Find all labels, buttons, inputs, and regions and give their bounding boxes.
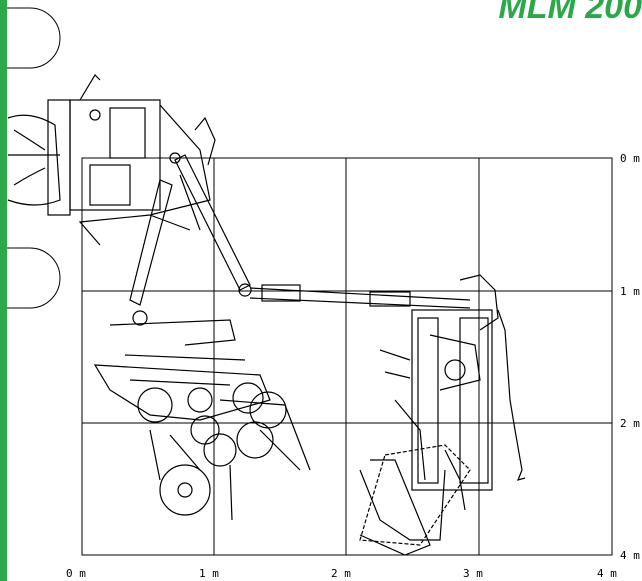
main-boom-arm [129, 154, 499, 331]
y-label-1: 1 m [620, 285, 640, 298]
x-label-0: 0 m [66, 567, 86, 580]
rotor-head-left [93, 319, 311, 521]
measurement-grid [81, 157, 613, 556]
rotor-head-right [359, 309, 526, 556]
grid-frame [81, 157, 613, 556]
x-label-1: 1 m [199, 567, 219, 580]
y-label-2: 2 m [620, 417, 640, 430]
page-title: MLM 200 [498, 0, 642, 26]
tractor-mount [7, 74, 216, 246]
side-outline-top [7, 7, 61, 69]
side-outline-bottom [7, 247, 61, 309]
y-label-0: 0 m [620, 152, 640, 165]
x-label-3: 3 m [463, 567, 483, 580]
brand-side-bar [0, 0, 7, 581]
y-label-4: 4 m [620, 549, 640, 562]
x-label-4: 4 m [597, 567, 617, 580]
x-label-2: 2 m [331, 567, 351, 580]
